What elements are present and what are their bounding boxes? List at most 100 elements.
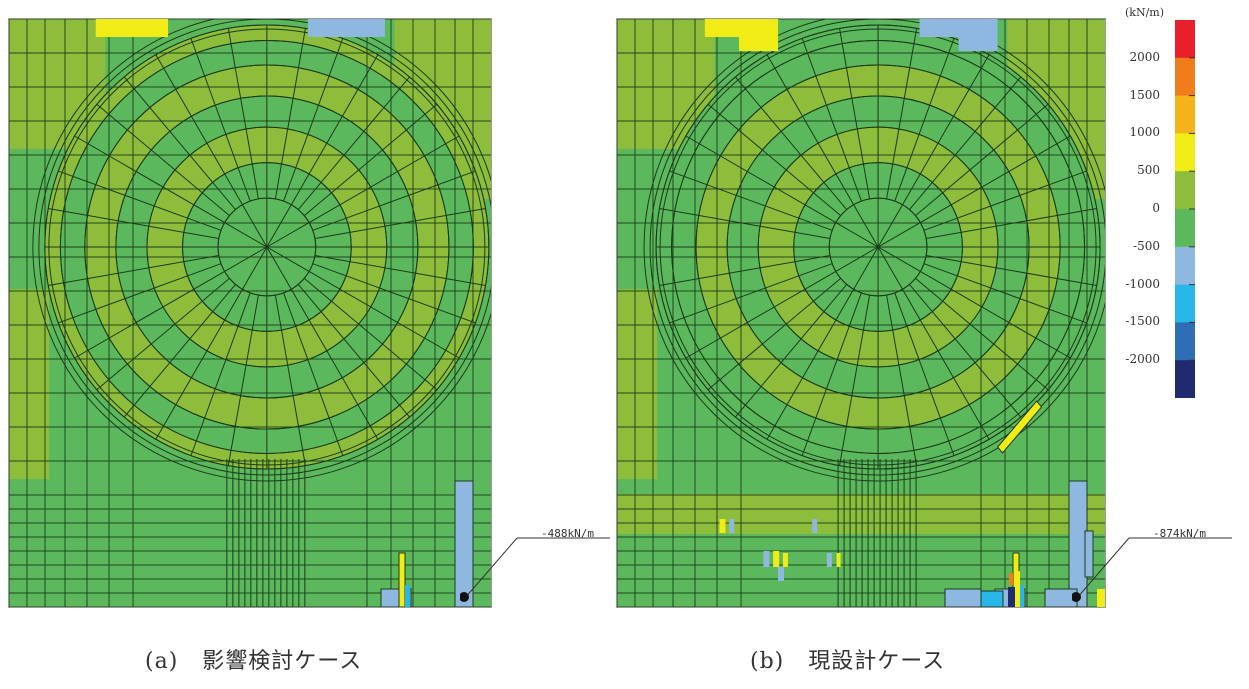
legend-band xyxy=(1175,171,1195,210)
patch-bottom-blue-2 xyxy=(944,588,982,607)
radial-spoke xyxy=(155,54,243,205)
patch-small-yellow-4 xyxy=(836,553,841,567)
legend-band xyxy=(1175,57,1195,97)
legend-tick-label: 1500 xyxy=(1129,87,1160,102)
inner-spoke xyxy=(224,246,268,272)
patch-top-yellow xyxy=(95,19,169,37)
radial-spoke xyxy=(926,254,1097,287)
radial-spoke xyxy=(283,38,344,202)
callout-point-b xyxy=(1072,592,1081,602)
caption-b: (b)現設計ケース xyxy=(750,643,945,675)
radial-spoke xyxy=(74,270,225,359)
callout-label-b: -874kN/m xyxy=(1153,527,1206,540)
patch-top-yellow-2 xyxy=(739,37,779,51)
radial-spoke xyxy=(915,278,1049,391)
region-left xyxy=(617,289,657,479)
caption-label-a: (a) xyxy=(145,649,179,674)
patch-top-blue xyxy=(919,19,998,37)
legend-tick-label: -1000 xyxy=(1125,276,1160,291)
region-left xyxy=(9,289,49,479)
patch-top-blue-2 xyxy=(958,37,998,51)
inner-spoke xyxy=(853,204,879,248)
patch-small-blue-3 xyxy=(763,551,770,567)
radial-spoke xyxy=(96,103,230,216)
radial-spoke xyxy=(801,292,862,456)
legend-band xyxy=(1175,133,1195,172)
radial-spoke xyxy=(920,270,1071,359)
radial-spoke xyxy=(123,76,236,210)
radial-spoke xyxy=(685,270,837,359)
radial-spoke xyxy=(886,295,918,466)
patch-bottom-cyan xyxy=(405,585,410,607)
radial-spoke xyxy=(707,278,841,391)
radial-spoke xyxy=(894,38,955,202)
inner-spoke xyxy=(877,204,903,248)
inner-spoke xyxy=(266,222,310,248)
legend-tick-label: 1000 xyxy=(1129,125,1160,140)
contour-panel-a xyxy=(8,18,492,608)
radial-spoke xyxy=(96,278,230,391)
radial-spoke xyxy=(48,254,219,287)
radial-spoke xyxy=(707,103,841,216)
band-lower xyxy=(617,494,1105,534)
radial-spoke xyxy=(685,135,837,224)
patch-small-blue-1 xyxy=(729,519,735,533)
radial-spoke xyxy=(303,103,438,216)
radial-spoke xyxy=(155,289,243,440)
radial-spoke xyxy=(190,292,251,456)
patch-bottom-edge-yellow xyxy=(1097,589,1105,607)
ring-outline xyxy=(671,40,1086,454)
legend-tick-label: 0 xyxy=(1152,201,1160,215)
legend-tick-label: -2000 xyxy=(1125,352,1160,367)
legend-tick-label: -500 xyxy=(1133,238,1160,253)
band-lower xyxy=(9,494,491,534)
ring-outline xyxy=(726,95,1030,399)
caption-text-b: 現設計ケース xyxy=(808,649,946,674)
radial-spoke xyxy=(312,263,476,324)
radial-spoke xyxy=(227,295,259,466)
radial-spoke xyxy=(303,278,438,391)
radial-spoke xyxy=(766,289,855,440)
ring-outline xyxy=(84,64,450,430)
radial-spoke xyxy=(909,76,1022,210)
legend-tick-label: 500 xyxy=(1137,163,1160,178)
callout-point-a xyxy=(460,592,469,602)
ring-outline xyxy=(793,162,963,332)
patch-bottom-navy xyxy=(1008,587,1015,607)
patch-small-yellow-3 xyxy=(782,553,788,567)
ring-outline xyxy=(828,197,928,297)
inner-spoke xyxy=(877,246,921,272)
contour-panel-b xyxy=(616,18,1106,608)
patch-bottom-orange xyxy=(1009,573,1013,585)
inner-spoke xyxy=(853,246,879,290)
radial-spoke xyxy=(312,170,476,231)
patch-top-yellow xyxy=(704,19,779,37)
legend-band xyxy=(1175,360,1195,398)
perimeter-ring xyxy=(38,19,491,476)
inner-spoke xyxy=(877,222,921,248)
ring-outline xyxy=(182,162,352,332)
ring-outline xyxy=(655,24,1101,470)
radial-spoke xyxy=(669,263,833,324)
patch-small-yellow-1 xyxy=(719,519,726,533)
radial-spoke xyxy=(58,170,222,231)
radial-spoke xyxy=(734,76,848,210)
radial-spoke xyxy=(274,295,306,466)
radial-spoke xyxy=(308,135,460,224)
legend-band xyxy=(1175,95,1195,134)
callout-leader-a xyxy=(460,537,610,602)
inner-spoke xyxy=(242,246,268,290)
radial-spoke xyxy=(308,270,460,359)
patch-small-blue-4 xyxy=(778,567,785,581)
radial-spoke xyxy=(290,54,379,205)
legend-unit: (kN/m) xyxy=(1125,6,1165,19)
patch-diagonal-yellow xyxy=(996,400,1043,454)
radial-spoke xyxy=(74,135,225,224)
patch-bottom-cyan-2 xyxy=(980,590,1004,607)
inner-spoke xyxy=(266,246,292,290)
ring-outline xyxy=(217,197,317,297)
mesh-contour-plot-a xyxy=(9,19,491,607)
inner-spoke xyxy=(266,246,310,272)
radial-spoke xyxy=(839,28,871,199)
ring-outline xyxy=(115,95,419,399)
